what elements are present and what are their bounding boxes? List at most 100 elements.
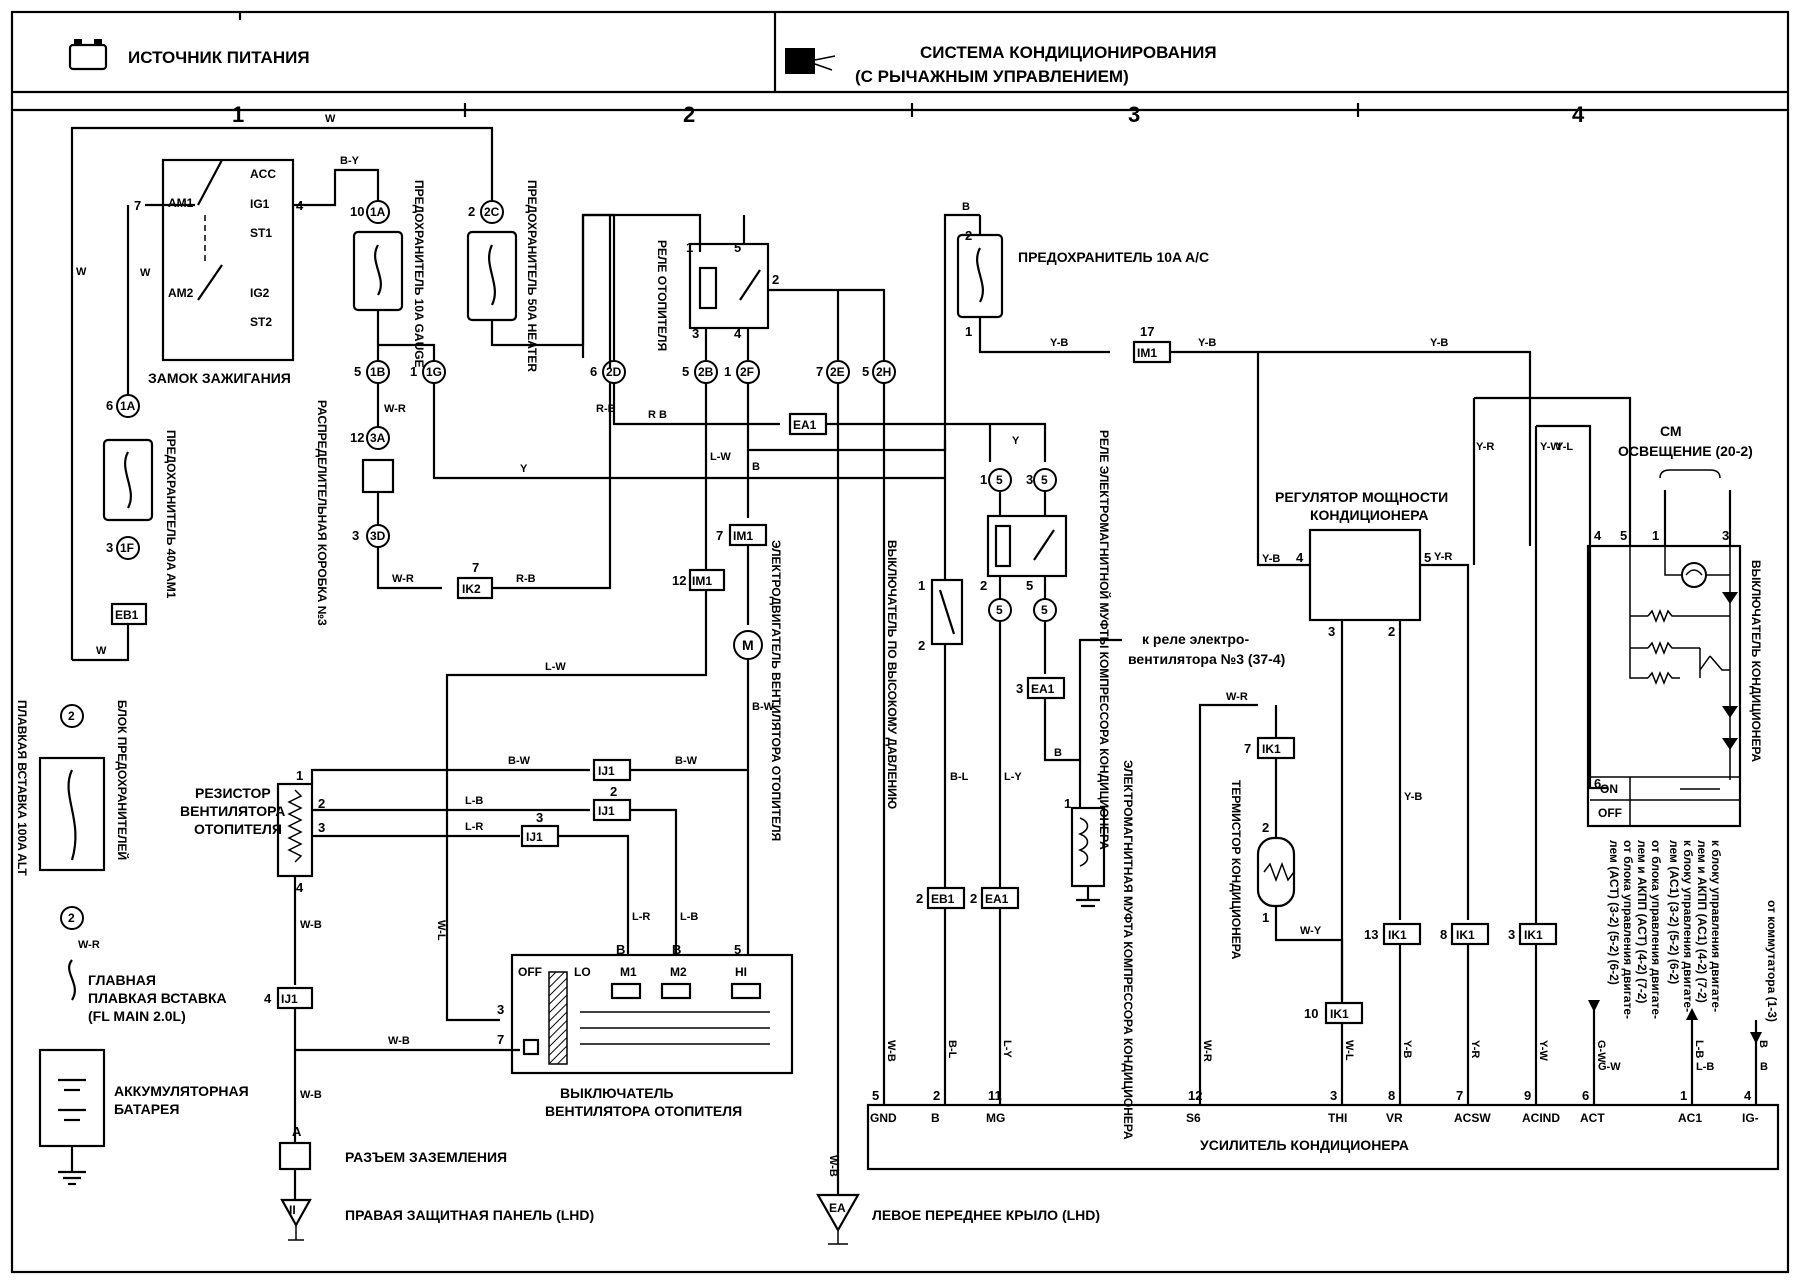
- wire-label-y-b-2: Y-B: [1198, 337, 1216, 349]
- pin-2i: 2: [980, 578, 987, 593]
- act-arrow: [1588, 1000, 1600, 1012]
- pin-b1: B: [616, 942, 625, 957]
- ac-switch-diode-2: [1722, 706, 1738, 718]
- connector-3d-label: 3D: [370, 529, 386, 543]
- battery-label-2: БАТАРЕЯ: [114, 1101, 179, 1117]
- wire-resistor-1: [310, 768, 590, 784]
- column-number-1: 1: [232, 102, 244, 127]
- connector-ik1-b-label: IK1: [1330, 1007, 1349, 1021]
- pin-1j: 1: [1064, 796, 1071, 811]
- thermistor-label: ТЕРМИСТОР КОНДИЦИОНЕРА: [1229, 780, 1243, 960]
- ground-ii: [280, 1198, 312, 1228]
- fuse-ac-label: ПРЕДОХРАНИТЕЛЬ 10A A/C: [1018, 249, 1209, 265]
- header-left-title: ИСТОЧНИК ПИТАНИЯ: [128, 48, 310, 67]
- amplifier-pin-wire: Y-B: [1401, 1040, 1413, 1058]
- connector-5-a-label: 5: [996, 473, 1003, 487]
- column-number-4: 4: [1572, 102, 1585, 127]
- connector-ik1-c: [1382, 922, 1422, 946]
- wire-label-l-b-1: L-B: [465, 795, 483, 807]
- wire-label-y-b-3: Y-B: [1430, 337, 1448, 349]
- connector-ea1-top-label: EA1: [793, 418, 817, 432]
- pin-1e: 1: [296, 768, 303, 783]
- column-number-2: 2: [683, 102, 695, 127]
- pin-5g: 5: [734, 942, 741, 957]
- connector-2b-label: 2B: [698, 365, 714, 379]
- fuse-gauge-label: ПРЕДОХРАНИТЕЛЬ 10A GAUGE: [412, 180, 426, 368]
- pin-3b: 3: [106, 540, 113, 555]
- amplifier-pin-number: 5: [872, 1088, 879, 1103]
- blower-resistor: [276, 782, 314, 878]
- connector-5-b-label: 5: [1041, 473, 1048, 487]
- amplifier-pin-number: 4: [1744, 1088, 1752, 1103]
- ground-ii-code: II: [289, 1203, 296, 1217]
- pin-7b: 7: [472, 560, 479, 575]
- wire-label-w-b-ea: W-B: [827, 1155, 839, 1177]
- amplifier-pin-wire: Y-W: [1537, 1040, 1549, 1061]
- connector-2c: [480, 200, 504, 224]
- amplifier-pin-number: 2: [933, 1088, 940, 1103]
- see-lighting-label-1: СМ: [1660, 423, 1682, 439]
- amplifier-pin-name: IG-: [1742, 1111, 1759, 1125]
- from-switch-label: от коммутатора (1-3): [1765, 900, 1779, 1022]
- to-ecu-label-1: к блоку управления двигате-: [1709, 840, 1723, 1012]
- wire-label-l-b-3: L-B: [1696, 1061, 1714, 1073]
- wire-label-y-b-1: Y-B: [1050, 337, 1068, 349]
- amplifier-pin-wire: L-B: [1693, 1040, 1705, 1058]
- wire-label-w-r-1: W-R: [384, 403, 406, 415]
- wire-label-r-b-3: R-B: [596, 403, 616, 415]
- blower-motor-label: ЭЛЕКТРОДВИГАТЕЛЬ ВЕНТИЛЯТОРА ОТОПИТЕЛЯ: [769, 540, 783, 841]
- to-fan-relay-label-2: вентилятора №3 (37-4): [1128, 651, 1285, 667]
- pin-5o: 5: [1424, 550, 1431, 565]
- wire-label-y-b-4: Y-B: [1262, 553, 1280, 565]
- wire-r-b-ea1: [612, 383, 780, 426]
- connector-3a: [366, 426, 390, 450]
- ac-switch-lamp-wire: [1664, 546, 1730, 576]
- clutch-relay: [986, 514, 1068, 578]
- switch-acc-label: ACC: [250, 167, 276, 181]
- amplifier-pin-name: THI: [1328, 1111, 1347, 1125]
- pin-3c: 3: [692, 326, 699, 341]
- main-fuse-100a-label: ПЛАВКАЯ ВСТАВКА 100A ALT: [15, 700, 29, 876]
- wire-label-g-w: G-W: [1598, 1061, 1621, 1073]
- wire-label-l-w-1: L-W: [710, 451, 731, 463]
- compressor-clutch-label: ЭЛЕКТРОМАГНИТНАЯ МУФТА КОМПРЕССОРА КОНДИ…: [1121, 760, 1135, 1140]
- connector-ij1-d-label: IJ1: [281, 992, 298, 1006]
- pin-3g: 3: [497, 1002, 504, 1017]
- connector-ik1-a-label: IK1: [1262, 742, 1281, 756]
- heater-relay-coil: [698, 266, 718, 310]
- pin-1i: 1: [980, 472, 987, 487]
- amplifier-pin-wire: B: [1757, 1040, 1769, 1048]
- wire-label-w-left: W: [76, 266, 87, 278]
- wire-to-2d: [583, 213, 616, 360]
- power-regulator-label-2: КОНДИЦИОНЕРА: [1310, 507, 1428, 523]
- main-fusible-link: [68, 959, 76, 1001]
- wire-label-b-w-2: B-W: [508, 755, 531, 767]
- pin-1n: 1: [1262, 910, 1269, 925]
- amplifier-pin-name: GND: [870, 1111, 897, 1125]
- wire-relay-2: [768, 288, 886, 360]
- wire-label-b-w-3: B-W: [675, 755, 698, 767]
- ac-switch-label: ВЫКЛЮЧАТЕЛЬ КОНДИЦИОНЕРА: [1749, 560, 1763, 762]
- switch-am1-label: AM1: [168, 196, 194, 210]
- pin-1h: 1: [965, 324, 972, 339]
- wire-w-r-2: [376, 547, 442, 590]
- connector-1a-top: [366, 200, 390, 224]
- connector-im1-left-label: IM1: [692, 574, 712, 588]
- pin-3: 3: [352, 528, 359, 543]
- wire-label-w-b-2: W-B: [388, 1035, 410, 1047]
- wire-label-w-r-main: W-R: [78, 939, 100, 951]
- connector-1f-label: 1F: [120, 541, 134, 555]
- ground-connector-label: РАЗЪЕМ ЗАЗЕМЛЕНИЯ: [345, 1149, 507, 1165]
- battery-label-1: АККУМУЛЯТОРНАЯ: [114, 1083, 249, 1099]
- amplifier-pin-name: S6: [1186, 1111, 1201, 1125]
- connector-ik1-c-label: IK1: [1388, 928, 1407, 942]
- compressor-clutch-coil: [1077, 817, 1089, 867]
- from-ecu-label-3: от блока управления двигате-: [1621, 840, 1635, 1019]
- pin-4o: 4: [1296, 550, 1304, 565]
- pin-7g: 7: [497, 1032, 504, 1047]
- pin-3o: 3: [1328, 624, 1335, 639]
- ground-ea-code: EA: [829, 1201, 846, 1215]
- amplifier-pin-wire: L-Y: [1001, 1040, 1013, 1058]
- ac-switch-resistor-2: [1647, 640, 1700, 656]
- ig-arrow: [1750, 1032, 1762, 1044]
